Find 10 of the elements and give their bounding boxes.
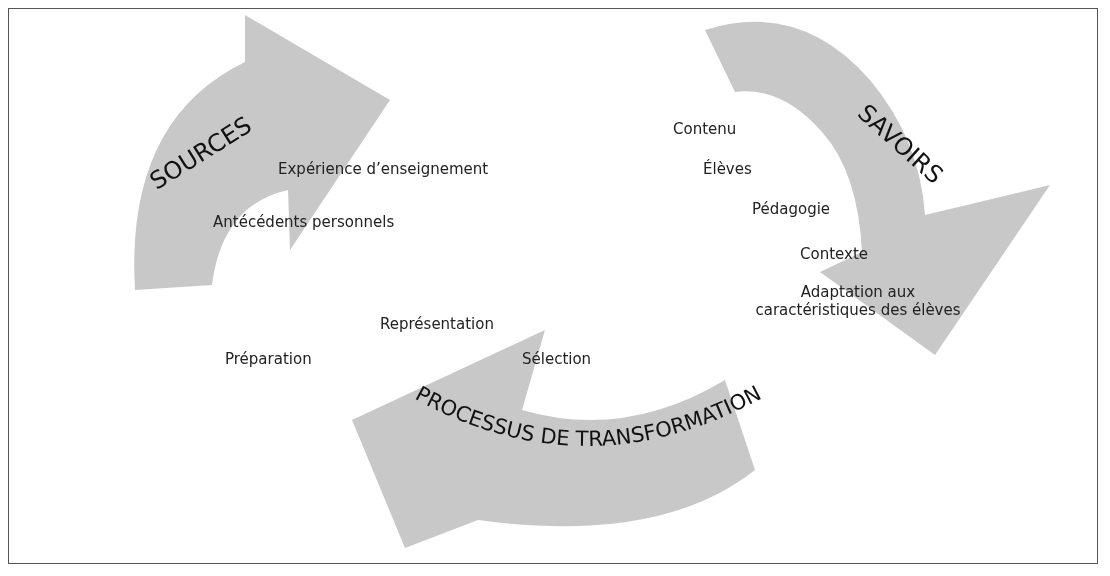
list-item: Contexte [800,245,868,263]
list-item: Préparation [225,350,312,368]
list-item: Élèves [703,160,752,178]
list-item: Représentation [380,315,494,333]
list-item: Adaptation aux caractéristiques des élèves [754,283,962,319]
list-item: Contenu [673,120,737,138]
list-item: Pédagogie [752,200,831,218]
list-item: Expérience d’enseignement [278,160,489,178]
list-item: Antécédents personnels [213,213,395,231]
list-item: Sélection [522,350,592,368]
